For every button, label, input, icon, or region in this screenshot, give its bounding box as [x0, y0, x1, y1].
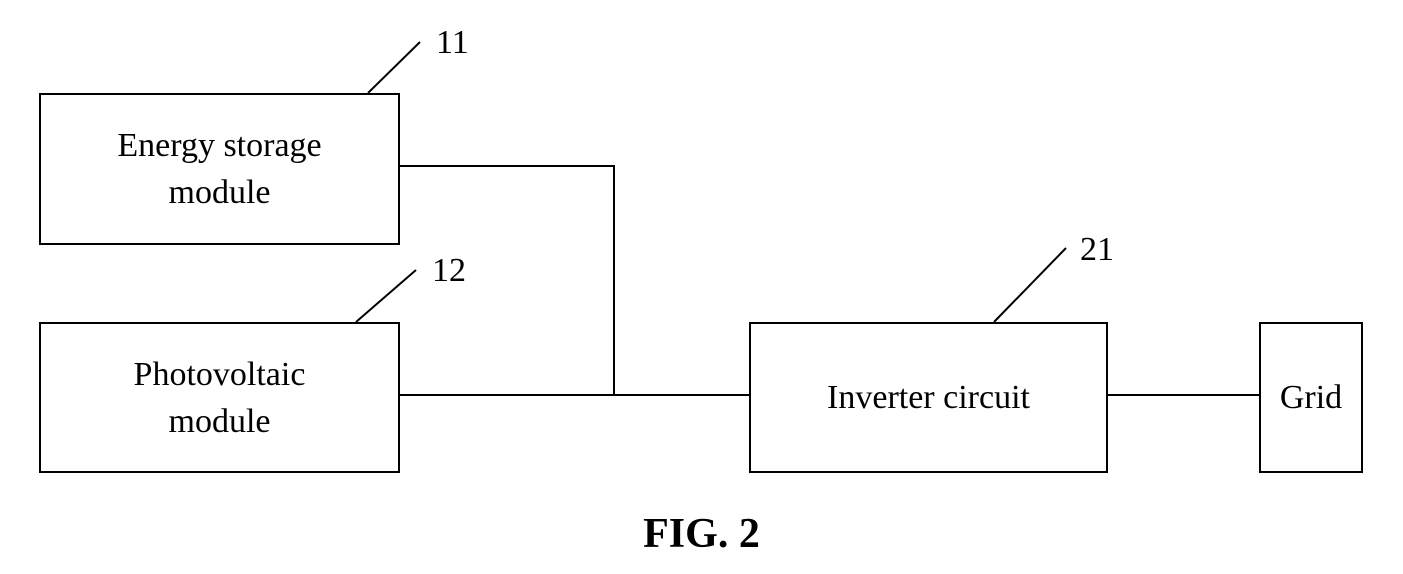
leader-line-12	[356, 270, 416, 322]
reference-numeral-21: 21	[1080, 233, 1114, 267]
grid-block: Grid	[1259, 322, 1363, 473]
energy-storage-label-line-1: Energy storage	[117, 122, 321, 169]
reference-numeral-12: 12	[432, 254, 466, 288]
photovoltaic-module-block: Photovoltaic module	[39, 322, 400, 473]
reference-numeral-11: 11	[436, 26, 469, 60]
inverter-label: Inverter circuit	[827, 374, 1030, 421]
energy-storage-label-line-2: module	[169, 169, 271, 216]
energy-storage-module-block: Energy storage module	[39, 93, 400, 245]
photovoltaic-label-line-1: Photovoltaic	[134, 351, 306, 398]
photovoltaic-label-line-2: module	[169, 398, 271, 445]
leader-line-11	[368, 42, 420, 93]
figure-label: FIG. 2	[0, 509, 1403, 559]
inverter-circuit-block: Inverter circuit	[749, 322, 1108, 473]
leader-line-21	[994, 248, 1066, 322]
grid-label: Grid	[1280, 374, 1342, 421]
